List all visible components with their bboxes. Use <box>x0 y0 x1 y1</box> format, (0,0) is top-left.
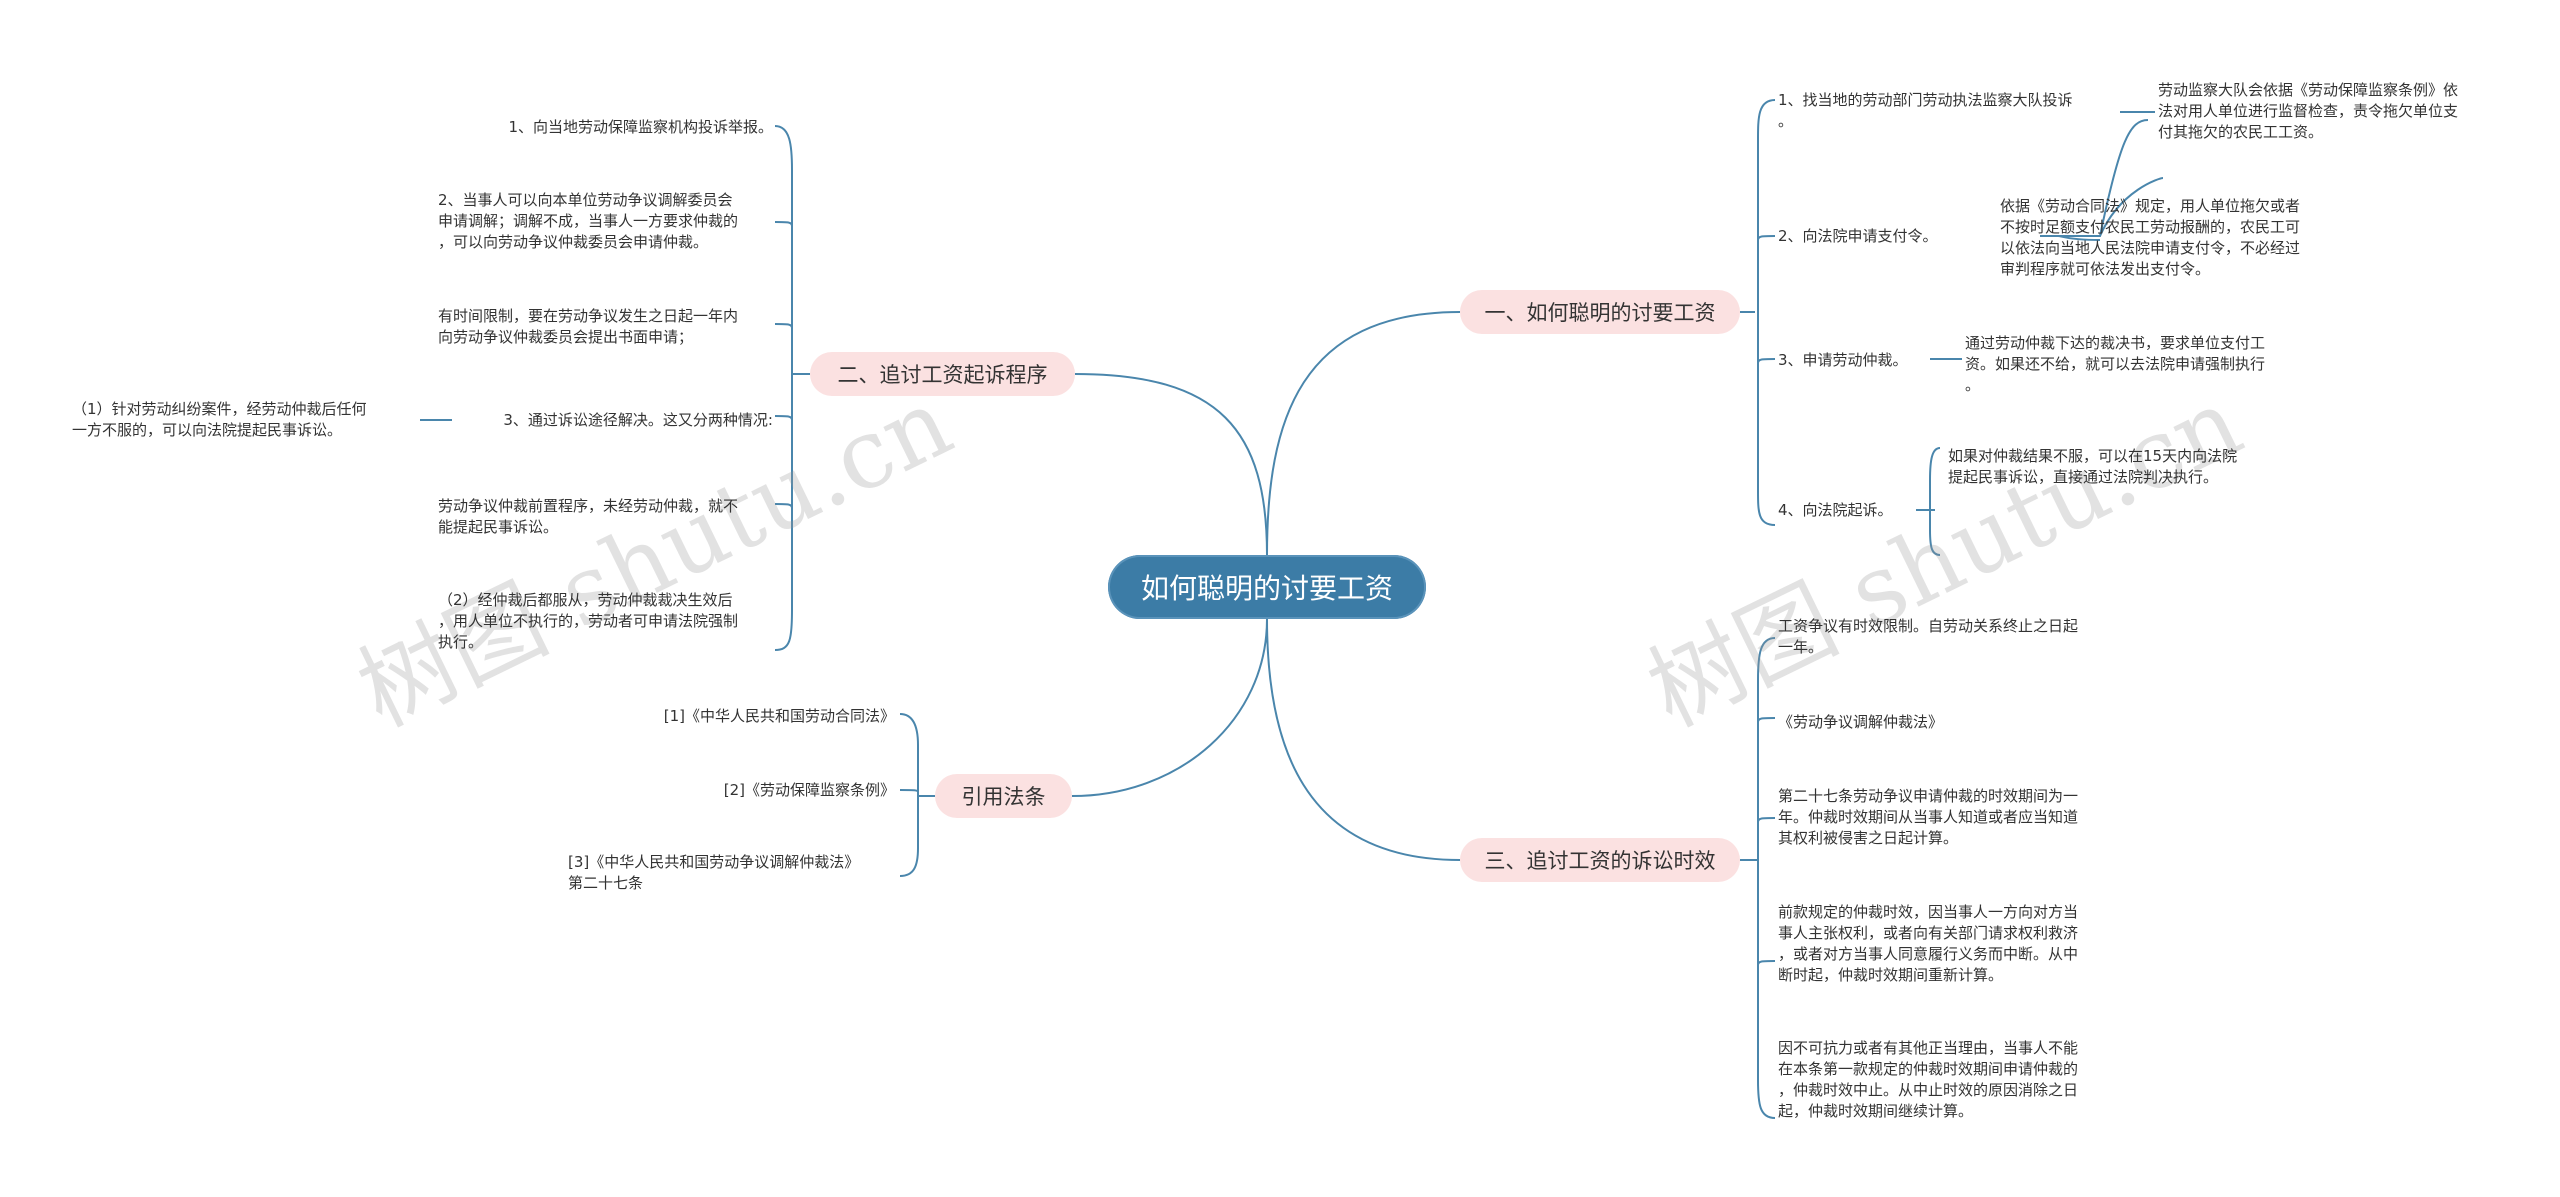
root-node[interactable]: 如何聪明的讨要工资 <box>1108 555 1426 619</box>
b2-item-2: 2、当事人可以向本单位劳动争议调解委员会 申请调解；调解不成，当事人一方要求仲裁… <box>438 191 739 251</box>
b2-item-6: （2）经仲裁后都服从，劳动仲裁裁决生效后 ，用人单位不执行的，劳动者可申请法院强… <box>438 591 739 651</box>
b3-item-1: 工资争议有时效限制。自劳动关系终止之日起 一年。 <box>1778 617 2079 656</box>
b2-item-5: 劳动争议仲裁前置程序，未经劳动仲裁，就不 能提起民事诉讼。 <box>438 497 739 536</box>
b4-item-3: [3]《中华人民共和国劳动争议调解仲裁法》 第二十七条 <box>568 853 860 892</box>
b1-item-2-detail: 依据《劳动合同法》规定，用人单位拖欠或者 不按时足额支付农民工劳动报酬的，农民工… <box>2000 197 2301 278</box>
b3-item-5: 因不可抗力或者有其他正当理由，当事人不能 在本条第一款规定的仲裁时效期间申请仲裁… <box>1778 1039 2079 1120</box>
b1-item-3-detail: 通过劳动仲裁下达的裁决书，要求单位支付工 资。如果还不给，就可以去法院申请强制执… <box>1965 334 2266 394</box>
b1-item-3: 3、申请劳动仲裁。 <box>1778 351 1908 369</box>
link-root-b3 <box>1266 618 1461 861</box>
link-root-b2 <box>1074 373 1268 556</box>
b2-sub-item: （1）针对劳动纠纷案件，经劳动仲裁后任何 一方不服的，可以向法院提起民事诉讼。 <box>72 400 367 439</box>
link-root-b1 <box>1266 311 1461 556</box>
b2-item-3: 有时间限制，要在劳动争议发生之日起一年内 向劳动争议仲裁委员会提出书面申请； <box>438 307 739 346</box>
b4-item-2: [2]《劳动保障监察条例》 <box>723 781 895 799</box>
b3-item-2: 《劳动争议调解仲裁法》 <box>1778 713 1944 731</box>
b1-item-4-detail: 如果对仲裁结果不服，可以在15天内向法院 提起民事诉讼，直接通过法院判决执行。 <box>1948 447 2238 486</box>
b3-item-3: 第二十七条劳动争议申请仲裁的时效期间为一 年。仲裁时效期间从当事人知道或者应当知… <box>1778 787 2079 847</box>
b4-item-1: [1]《中华人民共和国劳动合同法》 <box>663 707 895 725</box>
b1-item-2: 2、向法院申请支付令。 <box>1778 227 1938 245</box>
branch-node-2[interactable]: 二、追讨工资起诉程序 <box>810 352 1075 396</box>
branch-node-3[interactable]: 三、追讨工资的诉讼时效 <box>1460 838 1740 882</box>
b1-item-1-detail: 劳动监察大队会依据《劳动保障监察条例》依 法对用人单位进行监督检查，责令拖欠单位… <box>2158 81 2459 141</box>
b3-item-4: 前款规定的仲裁时效，因当事人一方向对方当 事人主张权利，或者向有关部门请求权利救… <box>1778 903 2079 984</box>
link-root-b4 <box>1071 618 1268 797</box>
b2-item-1: 1、向当地劳动保障监察机构投诉举报。 <box>508 118 773 136</box>
b1-item-1: 1、找当地的劳动部门劳动执法监察大队投诉 。 <box>1778 91 2073 130</box>
branch-node-1[interactable]: 一、如何聪明的讨要工资 <box>1460 290 1740 334</box>
b2-item-4: 3、通过诉讼途径解决。这又分两种情况: <box>503 411 773 429</box>
branch-node-4[interactable]: 引用法条 <box>935 774 1072 818</box>
b1-item-4: 4、向法院起诉。 <box>1778 501 1893 519</box>
